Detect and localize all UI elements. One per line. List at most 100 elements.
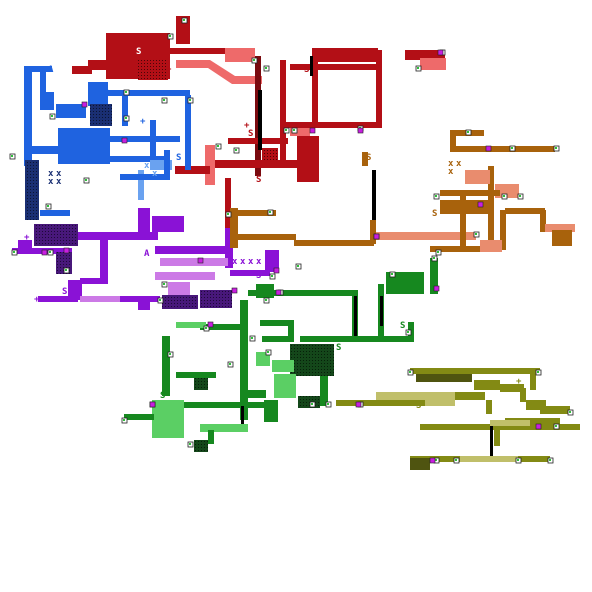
blocked-marker: x	[48, 169, 54, 179]
save-point-marker[interactable]: S	[62, 287, 67, 297]
save-point-marker[interactable]: S	[160, 391, 165, 401]
door-dot-marker	[549, 459, 551, 461]
green-corridor-19	[256, 284, 274, 298]
red-corridor-6	[290, 64, 380, 70]
save-point-marker[interactable]: S	[248, 129, 253, 139]
item-marker[interactable]: +	[516, 377, 522, 387]
olive-corridor-9	[530, 368, 536, 390]
blocked-marker: x	[240, 257, 246, 267]
olive-room-light	[425, 392, 455, 406]
door-dot-marker	[311, 403, 313, 405]
orange-light-1	[376, 232, 476, 240]
shaft-3	[354, 296, 357, 336]
start-marker[interactable]: A	[144, 249, 150, 259]
door-dot-marker	[251, 337, 253, 339]
blocked-marker: x	[456, 159, 462, 169]
door-transition-marker	[309, 127, 316, 134]
orange-corridor-2	[236, 210, 276, 216]
red-corridor-17	[262, 148, 278, 160]
door-dot-marker	[407, 331, 409, 333]
save-point-marker[interactable]: S	[366, 153, 371, 163]
olive-corridor-7	[526, 400, 546, 410]
blue-corridor-7	[110, 156, 170, 162]
door-dot-marker	[169, 353, 171, 355]
door-transition-marker	[357, 127, 364, 134]
green-corridor-9	[200, 324, 240, 330]
blue-corridor-10	[40, 210, 70, 216]
blocked-marker: x	[448, 159, 454, 169]
door-dot-marker	[555, 147, 557, 149]
start-marker[interactable]: A	[48, 65, 54, 75]
door-transition-marker	[41, 249, 48, 256]
olive-corridor-5	[500, 384, 524, 392]
orange-corridor-14	[500, 210, 506, 250]
door-dot-marker	[205, 327, 207, 329]
door-transition-marker	[273, 267, 280, 274]
item-marker[interactable]: +	[244, 121, 250, 131]
red-corridor-13	[205, 145, 215, 185]
green-room-dark	[290, 344, 334, 376]
save-point-marker[interactable]: S	[104, 89, 109, 99]
save-point-marker[interactable]: S	[336, 343, 341, 353]
green-light-1	[272, 360, 294, 372]
green-light-4	[176, 322, 206, 328]
orange-corridor-12	[505, 208, 545, 214]
purple-corridor-6	[38, 296, 78, 302]
purple-room-5	[265, 250, 279, 272]
save-point-marker[interactable]: S	[176, 153, 181, 163]
save-point-marker[interactable]: S	[432, 209, 437, 219]
door-dot-marker	[265, 299, 267, 301]
save-point-marker[interactable]: S	[304, 65, 309, 75]
item-marker[interactable]: +	[34, 295, 40, 305]
green-corridor-10	[260, 320, 294, 326]
item-marker[interactable]: +	[166, 65, 172, 75]
olive-corridor-3	[455, 392, 485, 400]
olive-room-dark-2	[410, 458, 430, 470]
blocked-marker: x	[448, 167, 454, 177]
item-marker[interactable]: +	[24, 233, 30, 243]
door-dot-marker	[265, 67, 267, 69]
shaft-2	[372, 170, 376, 220]
door-dot-marker	[435, 195, 437, 197]
door-transition-marker	[231, 287, 238, 294]
green-corridor-18	[176, 372, 216, 378]
door-dot-marker	[49, 251, 51, 253]
blocked-marker: x	[56, 177, 62, 187]
green-corridor-14	[184, 402, 264, 408]
olive-light-3	[460, 456, 518, 462]
green-corridor-8	[240, 300, 248, 420]
door-dot-marker	[229, 363, 231, 365]
door-transition-marker	[121, 137, 128, 144]
blue-corridor-1	[24, 66, 32, 166]
orange-corridor-3	[236, 234, 296, 240]
purple-corridor-2	[78, 232, 158, 240]
olive-corridor-11	[505, 418, 560, 426]
save-point-marker[interactable]: S	[256, 175, 261, 185]
green-corridor-20	[240, 390, 266, 398]
green-corridor-17	[208, 430, 214, 444]
save-point-marker[interactable]: S	[416, 401, 421, 411]
orange-room-1	[440, 200, 490, 214]
purple-light-1	[160, 258, 228, 266]
save-point-marker[interactable]: S	[400, 321, 405, 331]
red-room-far	[405, 50, 445, 60]
door-transition-marker	[535, 423, 542, 430]
door-dot-marker	[417, 67, 419, 69]
purple-corridor-4	[80, 278, 108, 284]
door-dot-marker	[555, 425, 557, 427]
save-point-marker[interactable]: S	[256, 271, 261, 281]
door-dot-marker	[327, 403, 329, 405]
olive-corridor-13	[494, 430, 500, 446]
door-dot-marker	[285, 129, 287, 131]
door-dot-marker	[269, 211, 271, 213]
door-dot-marker	[51, 115, 53, 117]
green-corridor-13	[162, 336, 170, 396]
purple-room-dark-3	[162, 295, 198, 309]
blue-corridor-12	[120, 174, 170, 180]
purple-corridor-3	[100, 234, 108, 284]
item-marker[interactable]: +	[140, 117, 146, 127]
save-point-marker[interactable]: S	[136, 47, 141, 57]
item-marker[interactable]: +	[230, 323, 236, 333]
purple-corridor-10	[138, 296, 150, 310]
green-corridor-11	[288, 320, 294, 342]
